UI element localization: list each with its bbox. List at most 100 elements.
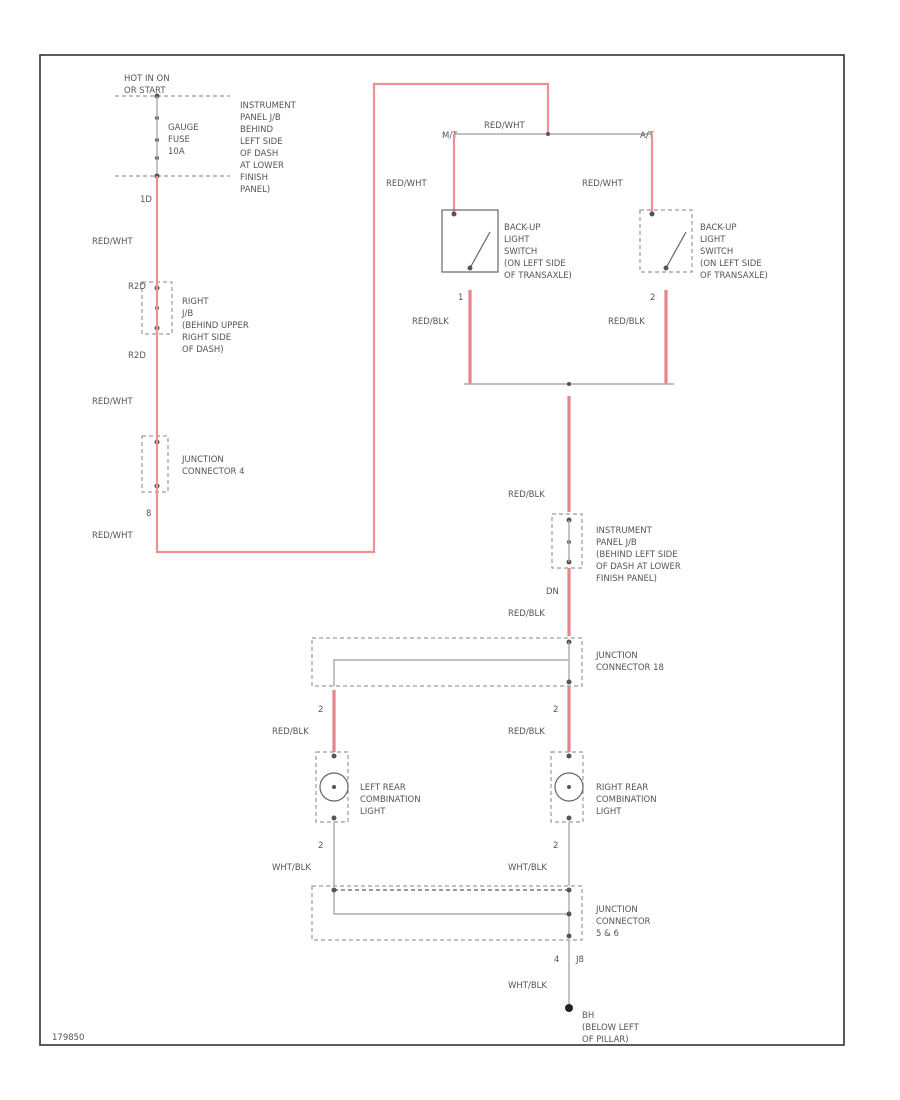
pin-label: 4 bbox=[554, 955, 559, 965]
junction-connector-bottom-boundary bbox=[311, 885, 583, 941]
ip-jb-label: (BEHIND LEFT SIDE bbox=[596, 550, 678, 560]
lamp-label: LIGHT bbox=[596, 807, 622, 817]
branch-label: A/T bbox=[640, 131, 655, 141]
junction-connector-18-boundary bbox=[311, 637, 583, 687]
ip-jb-mid-boundary bbox=[551, 513, 583, 569]
connector-pin bbox=[451, 211, 457, 217]
switch-label: BACK-UP bbox=[700, 223, 737, 233]
connector-pin bbox=[566, 887, 572, 893]
pin-label: 1 bbox=[458, 293, 463, 303]
backup-light-switch-mt bbox=[441, 209, 499, 273]
pin-label: J8 bbox=[575, 955, 584, 965]
ip-jb-label: BEHIND bbox=[240, 125, 273, 135]
ip-jb-label: FINISH bbox=[240, 173, 268, 183]
right-jb-label: OF DASH) bbox=[182, 345, 224, 355]
bulb-icon bbox=[554, 772, 584, 802]
ip-jb-label: LEFT SIDE bbox=[240, 137, 283, 147]
switch-label: OF TRANSAXLE) bbox=[504, 271, 572, 281]
connector-pin bbox=[566, 933, 572, 939]
connector-pin bbox=[566, 753, 572, 759]
wire-color-label: RED/WHT bbox=[582, 179, 623, 189]
switch-label: LIGHT bbox=[504, 235, 530, 245]
wire-color-label: RED/WHT bbox=[484, 121, 525, 131]
red-wht-feed-wire bbox=[155, 82, 550, 554]
lamp-label: LIGHT bbox=[360, 807, 386, 817]
junction-connector-label: CONNECTOR bbox=[596, 917, 651, 927]
diagram-frame bbox=[39, 54, 845, 1046]
diagram-id: 179850 bbox=[52, 1033, 84, 1043]
backup-light-switch-at bbox=[639, 209, 693, 273]
switch-blade-icon bbox=[469, 231, 491, 269]
pin-label: 2 bbox=[553, 705, 558, 715]
lamp-label: RIGHT REAR bbox=[596, 783, 648, 793]
jc-bottom-internal-wire bbox=[333, 890, 569, 915]
junction-connector-label: JUNCTION bbox=[181, 455, 224, 465]
branch-label: M/T bbox=[442, 131, 458, 141]
connector-pin bbox=[467, 265, 473, 271]
fuse-label: GAUGE bbox=[168, 123, 199, 133]
connector-pin bbox=[331, 815, 337, 821]
ground-label: OF PILLAR) bbox=[582, 1035, 629, 1045]
right-jb-label: (BEHIND UPPER bbox=[182, 321, 249, 331]
jc18-internal-wire bbox=[333, 659, 569, 686]
ip-jb-label: AT LOWER bbox=[240, 161, 284, 171]
pin-label: DN bbox=[546, 587, 559, 597]
connector-pin bbox=[566, 679, 572, 685]
wire-color-label: RED/BLK bbox=[412, 317, 449, 327]
ip-jb-label: INSTRUMENT bbox=[240, 101, 297, 111]
wire-color-label: RED/WHT bbox=[92, 531, 133, 541]
junction-connector-label: JUNCTION bbox=[595, 651, 638, 661]
junction-connector-label: 5 & 6 bbox=[596, 929, 619, 939]
power-source-label: OR START bbox=[124, 86, 166, 96]
wire-color-label: WHT/BLK bbox=[508, 863, 547, 873]
right-jb-label: RIGHT SIDE bbox=[182, 333, 231, 343]
right-jb-label: RIGHT bbox=[182, 297, 209, 307]
fuse-label: 10A bbox=[168, 147, 185, 157]
connector-pin bbox=[663, 265, 669, 271]
junction-connector-label: CONNECTOR 4 bbox=[182, 467, 245, 477]
switch-label: SWITCH bbox=[700, 247, 733, 257]
junction-connector-label: JUNCTION bbox=[595, 905, 638, 915]
switch-label: (ON LEFT SIDE bbox=[504, 259, 566, 269]
ip-jb-label: PANEL J/B bbox=[596, 538, 637, 548]
switch-label: LIGHT bbox=[700, 235, 726, 245]
junction-connector-4-boundary bbox=[141, 435, 169, 493]
wire-color-label: RED/BLK bbox=[508, 490, 545, 500]
connector-pin bbox=[331, 887, 337, 893]
wire-color-label: RED/BLK bbox=[608, 317, 645, 327]
pin-label: 2 bbox=[553, 841, 558, 851]
right-jb-label: J/B bbox=[181, 309, 193, 319]
pin-label: 2 bbox=[318, 841, 323, 851]
bulb-icon bbox=[319, 772, 349, 802]
wire-color-label: RED/WHT bbox=[92, 237, 133, 247]
pin-label: 2 bbox=[318, 705, 323, 715]
power-source-label: HOT IN ON bbox=[124, 74, 170, 84]
wire-color-label: RED/WHT bbox=[92, 397, 133, 407]
ip-jb-label: FINISH PANEL) bbox=[596, 574, 657, 584]
connector-pin bbox=[566, 911, 572, 917]
ground-label: BH bbox=[582, 1011, 594, 1021]
lamp-label: COMBINATION bbox=[360, 795, 421, 805]
ground-label: (BELOW LEFT bbox=[582, 1023, 640, 1033]
connector-pin bbox=[332, 785, 336, 789]
connector-pin bbox=[649, 211, 655, 217]
wire-color-label: RED/BLK bbox=[272, 727, 309, 737]
pin-label: R2D bbox=[128, 282, 146, 292]
connector-pin bbox=[566, 815, 572, 821]
splice-point bbox=[546, 132, 550, 136]
fuse-label: FUSE bbox=[168, 135, 190, 145]
ip-jb-label: INSTRUMENT bbox=[596, 526, 653, 536]
ip-jb-label: PANEL) bbox=[240, 185, 270, 195]
ip-jb-label: OF DASH bbox=[240, 149, 278, 159]
pin-label: R2D bbox=[128, 351, 146, 361]
ip-jb-label: OF DASH AT LOWER bbox=[596, 562, 681, 572]
connector-pin bbox=[567, 785, 571, 789]
switch-label: OF TRANSAXLE) bbox=[700, 271, 768, 281]
wire-color-label: RED/BLK bbox=[508, 609, 545, 619]
ground-point-icon bbox=[565, 1004, 573, 1012]
wire-color-label: WHT/BLK bbox=[272, 863, 311, 873]
pin-label: 8 bbox=[146, 509, 151, 519]
wire-color-label: WHT/BLK bbox=[508, 981, 547, 991]
lamp-label: LEFT REAR bbox=[360, 783, 406, 793]
